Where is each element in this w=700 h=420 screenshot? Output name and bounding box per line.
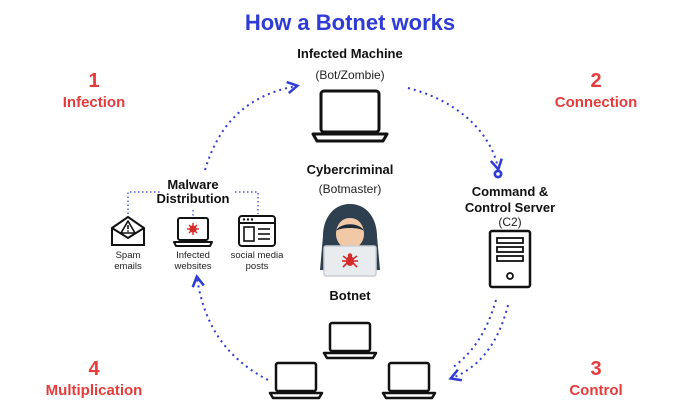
control-arrow-2 bbox=[448, 304, 509, 382]
c2-title-line1: Command & bbox=[471, 184, 549, 199]
malware-title-line1: Malware bbox=[167, 177, 219, 192]
step-4-number: 4 bbox=[88, 358, 100, 380]
botnet-label: Botnet bbox=[329, 288, 371, 303]
spam-emails-label: Spam emails bbox=[114, 250, 142, 272]
c2-subtitle: (C2) bbox=[498, 215, 522, 229]
infection-arrow bbox=[204, 80, 300, 171]
bot-laptop-icon-left bbox=[268, 361, 324, 400]
hacker-icon bbox=[320, 204, 380, 277]
spider-icon bbox=[342, 255, 358, 268]
step-1-label: Infection bbox=[62, 94, 126, 111]
step-2-number: 2 bbox=[590, 70, 602, 92]
bot-laptop-icon-top bbox=[322, 321, 378, 360]
c2-title-line2: Control Server bbox=[464, 200, 556, 215]
connection-arrow bbox=[407, 87, 503, 172]
step-4-label: Multiplication bbox=[45, 382, 143, 399]
malware-distribution-title: Malware Distribution bbox=[157, 178, 230, 206]
infected-laptop-icon bbox=[173, 217, 213, 247]
control-arrow-1 bbox=[451, 299, 497, 369]
infected-websites-label: Infected websites bbox=[174, 250, 212, 272]
social-media-posts-label: social media posts bbox=[230, 250, 284, 272]
envelope-warning-icon bbox=[111, 215, 145, 246]
step-3-number: 3 bbox=[590, 358, 602, 380]
cybercriminal-title: Cybercriminal bbox=[306, 162, 394, 177]
step-1-number: 1 bbox=[88, 70, 100, 92]
bot-laptop-icon-right bbox=[381, 361, 437, 400]
cybercriminal-subtitle: (Botmaster) bbox=[318, 182, 382, 196]
c2-title: Command & Control Server bbox=[465, 184, 555, 216]
infected-machine-title: Infected Machine bbox=[297, 46, 403, 61]
malware-title-line2: Distribution bbox=[156, 191, 230, 206]
page-title: How a Botnet works bbox=[244, 10, 456, 35]
step-3-label: Control bbox=[569, 382, 623, 399]
server-icon bbox=[488, 229, 532, 289]
infected-machine-laptop-icon bbox=[311, 89, 389, 143]
infected-machine-subtitle: (Bot/Zombie) bbox=[315, 68, 385, 82]
multiplication-arrow bbox=[191, 274, 269, 381]
social-media-browser-icon bbox=[238, 215, 276, 247]
bot-signal-icon bbox=[493, 169, 503, 179]
step-2-label: Connection bbox=[554, 94, 638, 111]
